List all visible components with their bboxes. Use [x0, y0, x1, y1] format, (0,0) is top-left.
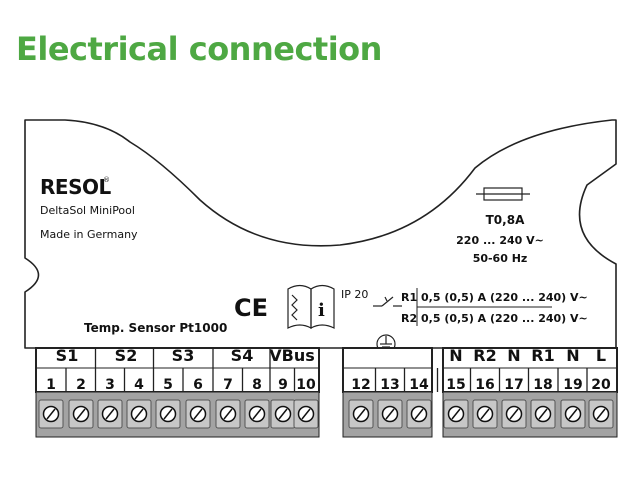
housing-outline [24, 119, 617, 349]
terminal-number-9: 9 [278, 377, 288, 393]
terminal-number-15: 15 [446, 377, 465, 393]
page-title: Electrical connection [16, 30, 382, 68]
group-label-s1: S1 [56, 346, 79, 365]
fuse-icon [476, 187, 530, 201]
terminal-screw-18[interactable] [530, 399, 556, 429]
terminal-number-16: 16 [475, 377, 494, 393]
terminal-number-13: 13 [380, 377, 399, 393]
terminal-number-20: 20 [591, 377, 611, 393]
sensor-type-label: Temp. Sensor Pt1000 [84, 321, 227, 335]
terminal-number-8: 8 [252, 377, 262, 393]
group-label-n2: N [507, 346, 520, 365]
device-model: DeltaSol MiniPool [40, 204, 135, 217]
group-label-r2: R2 [473, 346, 496, 365]
relay-switch-icon [373, 296, 402, 307]
read-manual-icon [287, 284, 335, 330]
info-symbol: i [318, 300, 325, 321]
ip-rating: IP 20 [341, 288, 368, 301]
terminal-screw-3[interactable] [97, 399, 123, 429]
terminal-screw-14[interactable] [406, 399, 432, 429]
group-label-r1: R1 [531, 346, 554, 365]
supply-frequency: 50-60 Hz [473, 252, 528, 265]
terminal-screw-9[interactable] [270, 399, 296, 429]
terminal-number-2: 2 [76, 377, 86, 393]
terminal-number-10: 10 [296, 377, 316, 393]
terminal-screw-6[interactable] [185, 399, 211, 429]
terminal-block-right [442, 347, 618, 438]
device-origin: Made in Germany [40, 228, 138, 241]
ce-mark-icon: CE [234, 294, 268, 322]
terminal-screw-12[interactable] [348, 399, 374, 429]
terminal-screw-13[interactable] [377, 399, 403, 429]
group-label-s2: S2 [115, 346, 138, 365]
terminal-screw-2[interactable] [68, 399, 94, 429]
terminal-number-4: 4 [134, 377, 144, 393]
terminal-number-14: 14 [409, 377, 429, 393]
relay-r2-spec: 0,5 (0,5) A (220 ... 240) V~ [421, 312, 588, 325]
relay-r1-name: R1 [401, 291, 417, 304]
terminal-screw-4[interactable] [126, 399, 152, 429]
relay-r1-spec: 0,5 (0,5) A (220 ... 240) V~ [421, 291, 588, 304]
terminal-screw-7[interactable] [215, 399, 241, 429]
terminal-screw-19[interactable] [560, 399, 586, 429]
group-label-n3: N [566, 346, 579, 365]
brand-registered-mark: ® [103, 176, 110, 184]
terminal-screw-8[interactable] [244, 399, 270, 429]
fuse-rating: T0,8A [486, 213, 525, 227]
terminal-screw-15[interactable] [443, 399, 469, 429]
supply-voltage: 220 ... 240 V~ [456, 234, 544, 247]
terminal-number-12: 12 [351, 377, 370, 393]
group-label-s4: S4 [231, 346, 254, 365]
group-label-vbus: VBus [269, 346, 315, 365]
terminal-number-1: 1 [46, 377, 56, 393]
relay-r2-name: R2 [401, 312, 417, 325]
terminal-screw-10[interactable] [293, 399, 319, 429]
terminal-number-6: 6 [193, 377, 203, 393]
terminal-screw-20[interactable] [588, 399, 614, 429]
group-label-l: L [596, 346, 606, 365]
terminal-number-3: 3 [105, 377, 115, 393]
terminal-screw-17[interactable] [501, 399, 527, 429]
terminal-number-19: 19 [563, 377, 582, 393]
group-label-s3: S3 [172, 346, 195, 365]
terminal-number-18: 18 [533, 377, 552, 393]
terminal-number-7: 7 [223, 377, 233, 393]
group-label-n1: N [449, 346, 462, 365]
terminal-number-17: 17 [504, 377, 523, 393]
terminal-screw-5[interactable] [155, 399, 181, 429]
terminal-number-5: 5 [163, 377, 173, 393]
terminal-screw-1[interactable] [38, 399, 64, 429]
brand-logo: RESOL [40, 175, 111, 199]
terminal-screw-16[interactable] [472, 399, 498, 429]
